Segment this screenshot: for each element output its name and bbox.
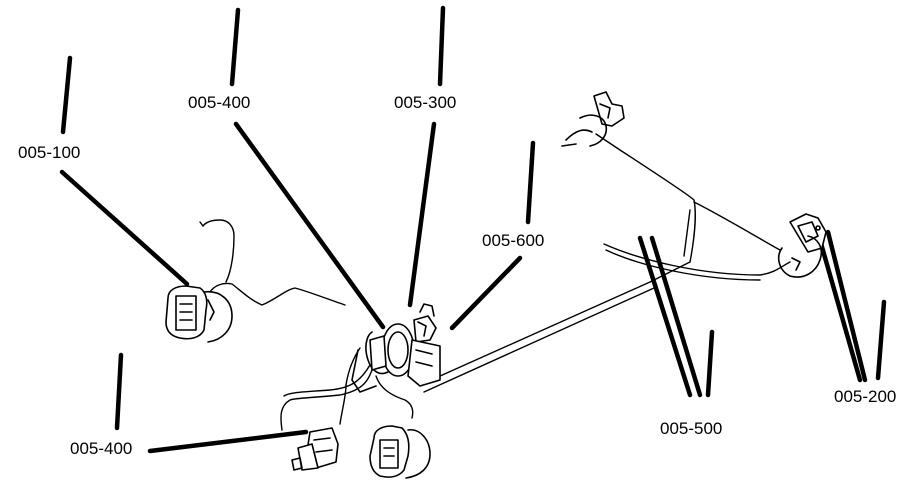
leader-lines [59,5,887,454]
leader-005-500-a [637,235,693,398]
callout-label: 005-600 [482,231,545,250]
master-cylinder-assembly [351,303,441,393]
leader-005-400-bottom-top [114,352,124,431]
leader-005-200-top [875,299,887,381]
callout-label: 005-400 [188,93,251,112]
callout-label: 005-400 [70,439,133,458]
bracket-top-rear [561,91,625,147]
pipe-front-left [209,282,346,306]
callout-label: 005-200 [834,387,897,406]
leader-005-400-top [229,7,241,87]
leader-005-300 [407,121,437,308]
leader-005-600-top [525,140,536,225]
valve-bottom-left [291,427,339,471]
leader-005-500-b [649,235,703,398]
leader-005-100 [59,169,190,287]
leader-005-500-top [705,329,715,398]
leader-005-100-top [60,55,73,135]
pipe-upper [595,133,696,263]
callout-label: 005-500 [660,419,723,438]
leader-005-200-a [825,229,868,383]
caliper-rear-right [777,213,827,278]
callout-label: 005-100 [18,143,81,162]
pipe-to-bottom-left [280,369,373,431]
pipe-main [419,281,651,386]
caliper-bottom-center [369,425,431,479]
leader-005-400-bottom [147,429,309,454]
leader-005-200-b [817,237,863,383]
callout-label: 005-300 [394,93,457,112]
leader-005-600 [449,255,523,331]
brake-pipes [199,133,791,431]
leader-005-400 [233,121,386,330]
pipe-front-left-up [202,219,235,283]
caliper-front-left [165,285,233,343]
leader-005-300-top [437,5,446,87]
pipe-to-right-caliper [693,201,781,251]
